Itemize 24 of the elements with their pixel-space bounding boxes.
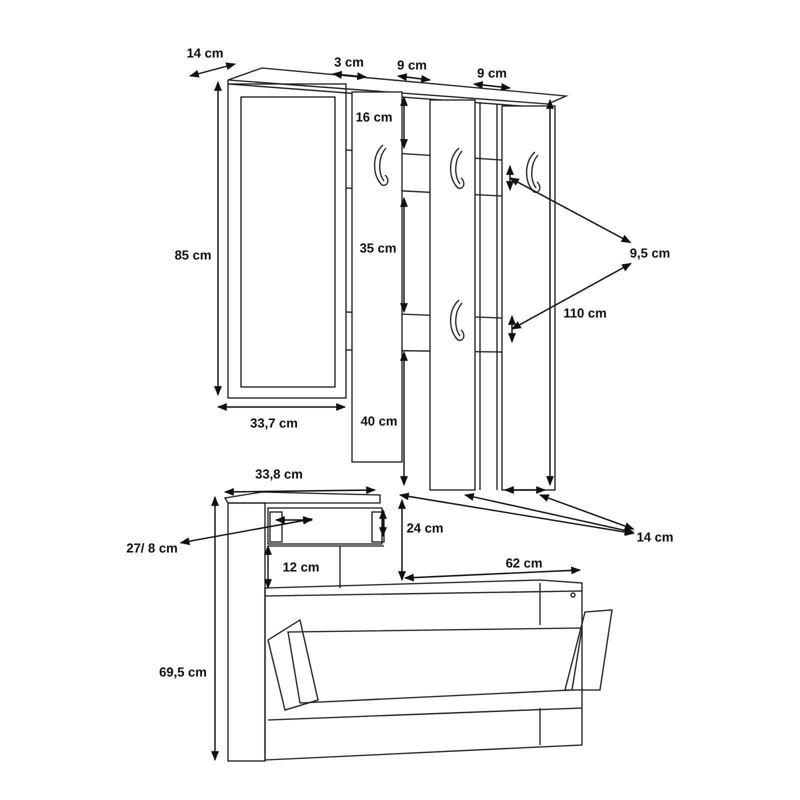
dimension-label: 16 cm bbox=[356, 110, 392, 124]
leader-line bbox=[464, 493, 635, 534]
dimension-label: 27/ 8 cm bbox=[126, 540, 178, 556]
dimension-label: 62 cm bbox=[506, 556, 542, 570]
dimension-label: 9,5 cm bbox=[630, 246, 670, 260]
dimension-label: 110 cm bbox=[563, 306, 607, 320]
dimension-label: 69,5 cm bbox=[159, 664, 207, 680]
dimension-label: 40 cm bbox=[360, 414, 398, 428]
dimension-label: 85 cm bbox=[174, 248, 212, 262]
dimension-label: 9 cm bbox=[477, 66, 507, 80]
dimension-label: 35 cm bbox=[360, 240, 396, 256]
leader-line bbox=[509, 177, 632, 244]
leader-line bbox=[180, 516, 313, 546]
leader-line bbox=[399, 492, 635, 536]
dimension-label: 14 cm bbox=[186, 46, 224, 60]
dimension-label: 9 cm bbox=[397, 58, 427, 72]
dimension-label: 3 cm bbox=[334, 54, 364, 70]
leader-line bbox=[539, 494, 634, 530]
dimension-label: 33,7 cm bbox=[250, 416, 298, 430]
leader-line bbox=[511, 262, 632, 330]
dimension-label: 24 cm bbox=[406, 520, 444, 536]
dimension-label: 14 cm bbox=[636, 530, 674, 544]
dimension-label: 33,8 cm bbox=[255, 466, 303, 482]
dimension-label: 12 cm bbox=[282, 560, 320, 574]
